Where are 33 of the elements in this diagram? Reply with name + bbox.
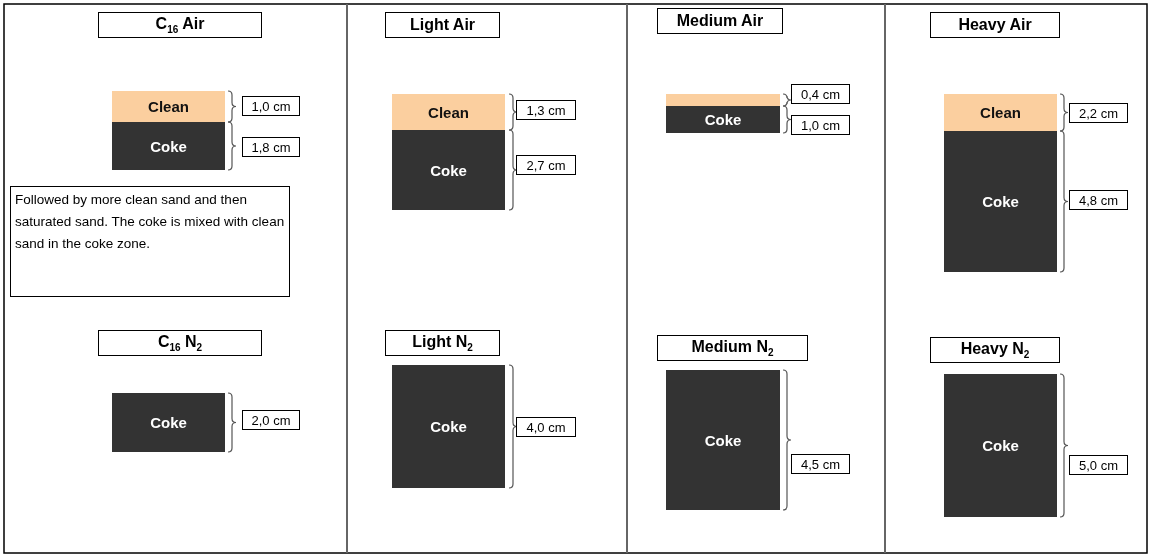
panel-title: C$_{16}$ N$_{2}$ [98, 330, 262, 356]
panel-title: C$_{16}$ Air [98, 12, 262, 38]
dimension-label: 1,3 cm [516, 100, 576, 120]
coke-layer: Coke [392, 130, 505, 210]
dimension-label: 2,2 cm [1069, 103, 1128, 123]
panel-title: Medium N$_{2}$ [657, 335, 808, 361]
panel-title: Light Air [385, 12, 500, 38]
dimension-label: 0,4 cm [791, 84, 850, 104]
dimension-label: 1,0 cm [242, 96, 300, 116]
dimension-label: 2,7 cm [516, 155, 576, 175]
panel-title: Medium Air [657, 8, 783, 34]
note-box: Followed by more clean sand and then saturated sand. The coke is mixed with clean sand in the coke zone. [10, 186, 290, 297]
dimension-label: 4,8 cm [1069, 190, 1128, 210]
dimension-label: 1,8 cm [242, 137, 300, 157]
dimension-label: 1,0 cm [791, 115, 850, 135]
coke-layer: Coke [112, 393, 225, 452]
coke-layer: Coke [944, 374, 1057, 517]
coke-layer: Coke [666, 370, 780, 510]
clean-sand-layer: Clean [112, 91, 225, 122]
clean-sand-layer: Clean [392, 94, 505, 130]
dimension-label: 4,5 cm [791, 454, 850, 474]
panel-title: Heavy Air [930, 12, 1060, 38]
dimension-label: 2,0 cm [242, 410, 300, 430]
clean-sand-layer: Clean [944, 94, 1057, 131]
coke-layer: Coke [666, 106, 780, 133]
panel-title: Light N$_{2}$ [385, 330, 500, 356]
panel-title: Heavy N$_{2}$ [930, 337, 1060, 363]
coke-layer: Coke [112, 122, 225, 170]
dimension-label: 5,0 cm [1069, 455, 1128, 475]
coke-layer: Coke [944, 131, 1057, 272]
clean-sand-layer [666, 94, 780, 106]
dimension-label: 4,0 cm [516, 417, 576, 437]
coke-layer: Coke [392, 365, 505, 488]
